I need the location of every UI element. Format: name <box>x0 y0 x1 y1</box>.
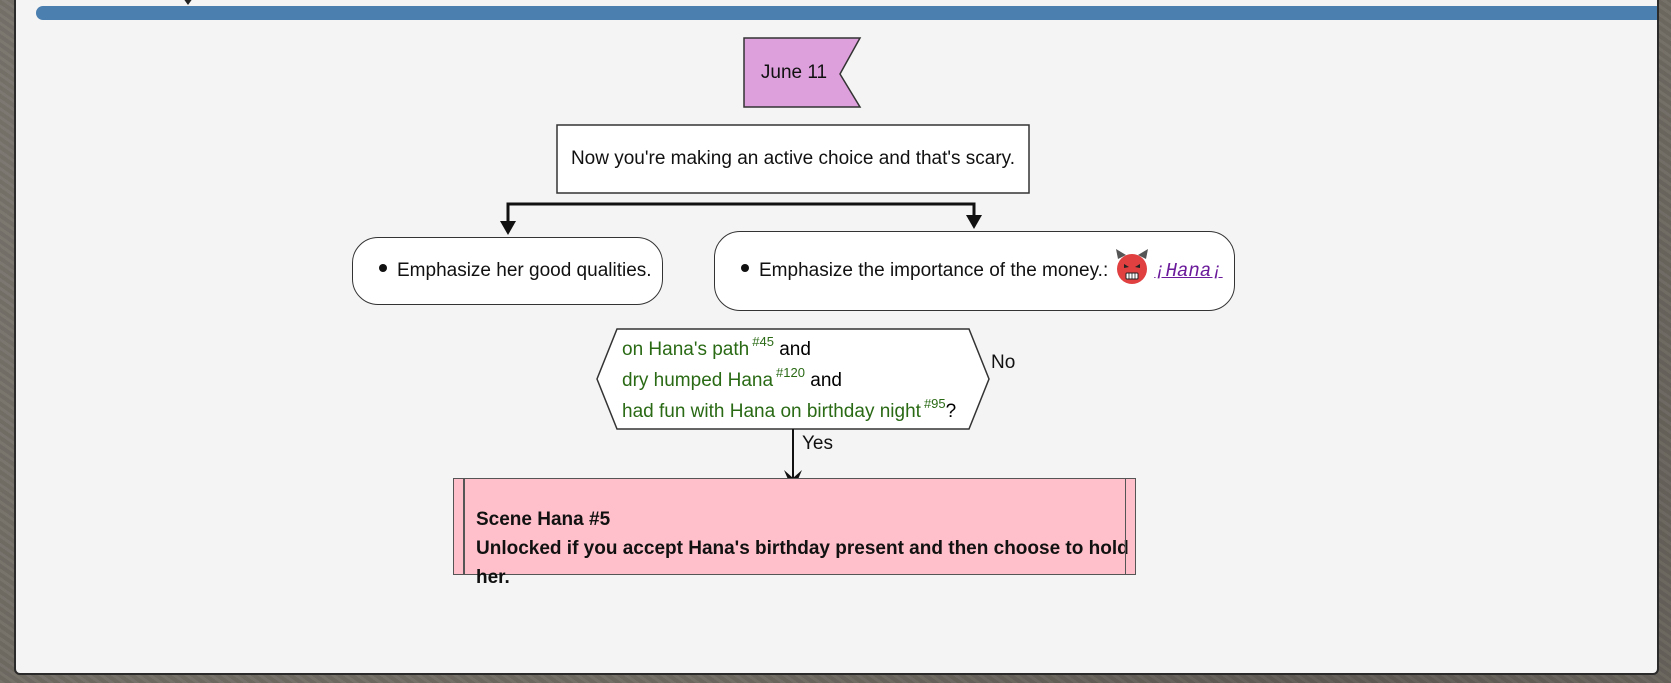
hana-link[interactable]: ¡Hana¡ <box>1154 260 1223 282</box>
prompt-text: Now you're making an active choice and t… <box>570 148 1016 169</box>
condition-joiner: ? <box>945 401 957 422</box>
scene-text: Scene Hana #5 Unlocked if you accept Han… <box>476 505 1135 592</box>
condition-text: on Hana's path <box>622 339 750 360</box>
split-connector <box>506 202 976 231</box>
prompt-box <box>556 124 1030 194</box>
connector-layer <box>500 37 1030 491</box>
devil-face-icon <box>1116 249 1149 284</box>
condition-line-1: on Hana's path#45 and <box>622 334 811 361</box>
no-branch-label: No <box>991 352 1016 373</box>
date-flag-shape <box>743 37 862 108</box>
scene-title: Scene Hana #5 <box>476 509 611 530</box>
bullet-icon <box>741 264 749 272</box>
diagram-panel: June 11 Now you're making an active choi… <box>14 0 1659 675</box>
condition-hexagon <box>596 328 990 430</box>
condition-line-2: dry humped Hana#120 and <box>622 365 842 392</box>
condition-text: had fun with Hana on birthday night <box>622 401 921 422</box>
choice-label: Emphasize the importance of the money.: <box>759 260 1109 281</box>
condition-ref[interactable]: #95 <box>923 396 946 411</box>
condition-joiner: and <box>779 339 811 360</box>
yes-branch-label: Yes <box>802 433 833 454</box>
scene-description: Unlocked if you accept Hana's birthday p… <box>476 538 1129 588</box>
arrowhead-right <box>966 215 982 229</box>
choice-good-qualities[interactable]: Emphasize her good qualities. <box>352 237 663 305</box>
condition-ref[interactable]: #45 <box>752 334 774 349</box>
arrowhead-left <box>500 221 516 235</box>
condition-text: dry humped Hana <box>622 370 774 391</box>
date-flag-label: June 11 <box>760 61 828 83</box>
swimlane-header-bar <box>36 6 1657 20</box>
condition-ref[interactable]: #120 <box>776 365 805 380</box>
condition-line-3: had fun with Hana on birthday night#95? <box>622 396 957 423</box>
choice-importance-of-money[interactable]: Emphasize the importance of the money.: … <box>714 231 1235 311</box>
scene-box: Scene Hana #5 Unlocked if you accept Han… <box>453 478 1136 588</box>
bullet-icon <box>379 264 387 272</box>
condition-joiner: and <box>810 370 842 391</box>
choice-label: Emphasize her good qualities. <box>397 260 652 281</box>
